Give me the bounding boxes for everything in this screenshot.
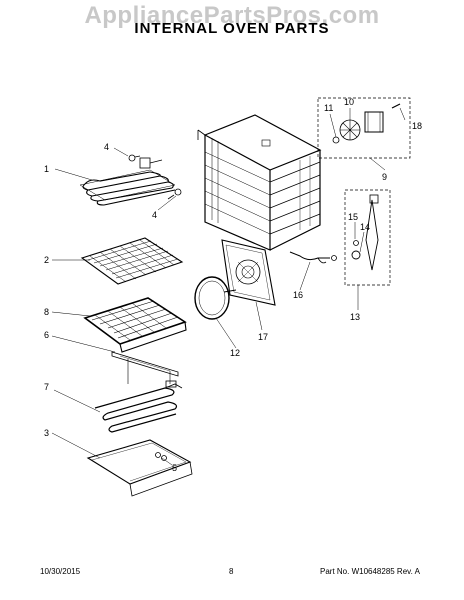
callout-18: 18 — [412, 121, 422, 131]
callout-5: 5 — [172, 463, 177, 473]
callout-16: 16 — [293, 290, 303, 300]
callout-4-top: 4 — [104, 142, 109, 152]
callout-4-bottom: 4 — [152, 210, 157, 220]
vent-trim-strip — [111, 351, 179, 384]
callout-13: 13 — [350, 312, 360, 322]
callout-7: 7 — [44, 382, 49, 392]
footer-part-number: Part No. W10648285 Rev. A — [320, 567, 420, 576]
screw-part-4-bottom — [167, 188, 182, 200]
leader-lines — [51, 107, 406, 466]
callout-12: 12 — [230, 348, 240, 358]
callout-9: 9 — [382, 172, 387, 182]
footer-page-number: 8 — [229, 567, 234, 576]
bake-element — [94, 380, 183, 433]
temperature-sensor — [289, 251, 337, 264]
oven-rack — [80, 237, 184, 285]
broil-element — [79, 157, 176, 206]
callout-14: 14 — [360, 222, 370, 232]
oven-cavity — [197, 114, 322, 251]
watermark: AppliancePartsPros.com — [84, 2, 380, 29]
footer-date: 10/30/2015 — [40, 567, 81, 576]
callout-1: 1 — [44, 164, 49, 174]
gliding-oven-rack — [83, 297, 187, 353]
callout-2: 2 — [44, 255, 49, 265]
callout-17: 17 — [258, 332, 268, 342]
screw-part-4-top — [128, 154, 141, 162]
callout-6: 6 — [44, 330, 49, 340]
callout-11: 11 — [324, 103, 333, 113]
callout-3: 3 — [44, 428, 49, 438]
convection-rear-panel — [221, 239, 276, 306]
convection-element-ring — [194, 276, 237, 320]
oven-bottom-panel — [86, 439, 193, 497]
page-title: INTERNAL OVEN PARTS — [134, 20, 330, 37]
oven-light-assembly — [344, 189, 391, 286]
callout-15: 15 — [348, 212, 358, 222]
callout-8: 8 — [44, 307, 49, 317]
callout-10: 10 — [344, 97, 354, 107]
